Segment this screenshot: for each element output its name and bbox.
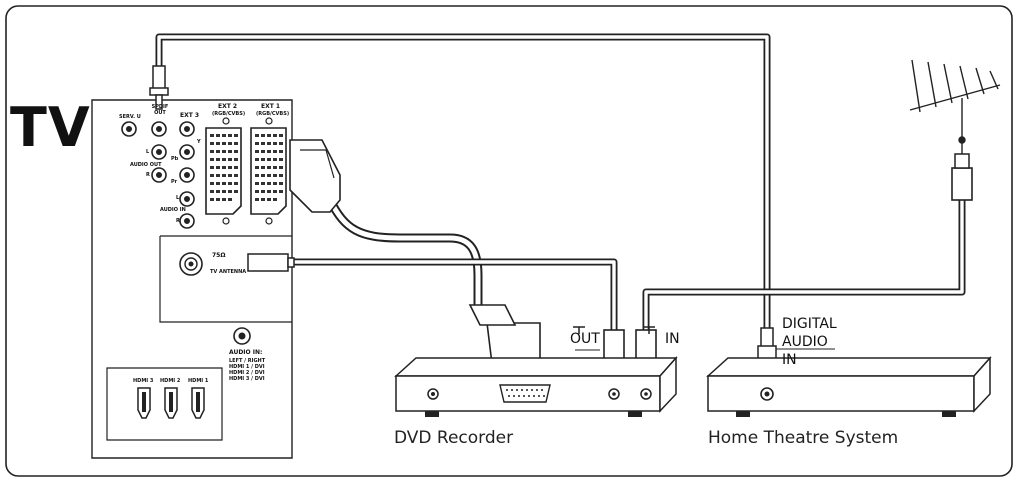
tv-antenna-label: TV ANTENNA (210, 269, 247, 275)
serv-u-jack (121, 121, 137, 137)
audio-out-r-jack (151, 167, 167, 183)
ext2-sub-label: (RGB/CVBS) (212, 111, 246, 117)
hdmi3-label: HDMI 3 (133, 378, 154, 384)
scart-ext2 (205, 117, 242, 225)
pb-label: Pb (171, 156, 179, 162)
antenna-jack (179, 252, 203, 276)
serv-u-label: SERV. U (119, 114, 141, 120)
audio-out-l-label: L (146, 149, 150, 155)
dvd-recorder-caption: DVD Recorder (394, 428, 514, 448)
dvd-recorder (394, 326, 678, 417)
rf-cable-tv-dvd (247, 253, 625, 371)
hdmi2-label: HDMI 2 (160, 378, 181, 384)
audio-in-line-2: HDMI 1 / DVI (229, 364, 265, 370)
audio-in-l-label: L (176, 195, 180, 201)
audio-out-label: AUDIO OUT (130, 162, 162, 168)
scart-cable (289, 139, 541, 373)
audio-in-label: AUDIO IN (160, 207, 186, 213)
audio-in-r-jack (179, 213, 195, 229)
ext1-label: EXT 1 (261, 103, 281, 110)
scart-ext1 (250, 117, 287, 225)
spdif-out-label: SPDIF OUT (151, 104, 169, 116)
diagram-frame (5, 5, 1013, 477)
audio-in-hdmi-jack (233, 327, 251, 345)
ext3-pr-jack (179, 167, 195, 183)
home-theatre-system (706, 348, 992, 417)
ext3-y-jack (179, 121, 195, 137)
in-label: IN (782, 352, 797, 368)
audio-label: AUDIO (782, 334, 828, 350)
dvd-out-label: OUT (570, 331, 600, 347)
hdmi-ports (137, 387, 205, 419)
antenna-icon (909, 59, 1001, 154)
audio-in-hdmi-label: AUDIO IN: (229, 349, 263, 356)
hdmi1-label: HDMI 1 (188, 378, 209, 384)
digital-label: DIGITAL (782, 316, 837, 332)
ohm-label: 75Ω (212, 252, 226, 259)
dvd-in-label: IN (665, 331, 680, 347)
tv-rca-jacks (121, 121, 251, 345)
ext2-label: EXT 2 (218, 103, 238, 110)
audio-in-line-1: LEFT / RIGHT (229, 358, 266, 364)
audio-in-line-3: HDMI 2 / DVI (229, 370, 265, 376)
tv-title: TV (10, 96, 91, 159)
audio-in-l-jack (179, 191, 195, 207)
ext3-pb-jack (179, 144, 195, 160)
home-theatre-caption: Home Theatre System (708, 428, 899, 448)
ext1-sub-label: (RGB/CVBS) (256, 111, 290, 117)
audio-out-r-label: R (146, 172, 150, 178)
ext3-label: EXT 3 (180, 112, 200, 119)
audio-in-r-label: R (176, 218, 180, 224)
audio-in-line-4: HDMI 3 / DVI (229, 376, 265, 382)
spdif-out-jack (151, 121, 167, 137)
audio-out-l-jack (151, 144, 167, 160)
y-label: Y (197, 139, 201, 145)
pr-label: Pr (171, 179, 178, 185)
